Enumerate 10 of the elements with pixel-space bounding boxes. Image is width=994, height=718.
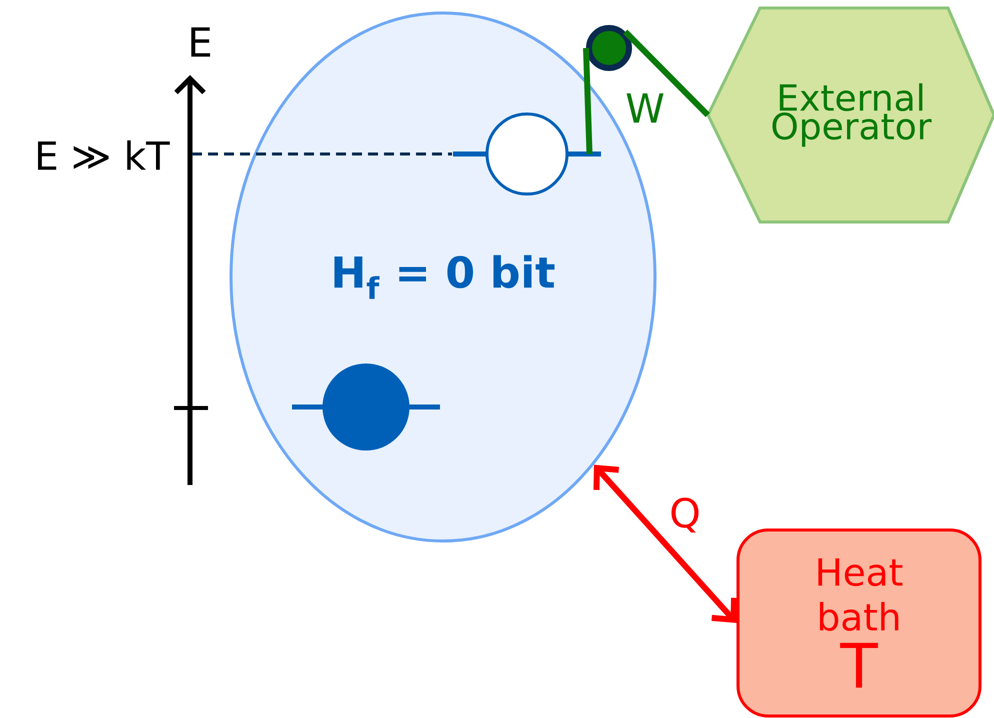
connector [623, 30, 710, 118]
energy-level [453, 112, 601, 196]
edge-label: Q [672, 498, 698, 532]
energy-label: E ≫ kT [38, 140, 170, 170]
connector [593, 464, 738, 623]
energy-level [292, 364, 440, 450]
pulley [586, 25, 632, 71]
axis-label: E [191, 27, 210, 57]
heat-bath-box: Heat bath T [736, 528, 982, 718]
edge-label: W [626, 93, 664, 123]
